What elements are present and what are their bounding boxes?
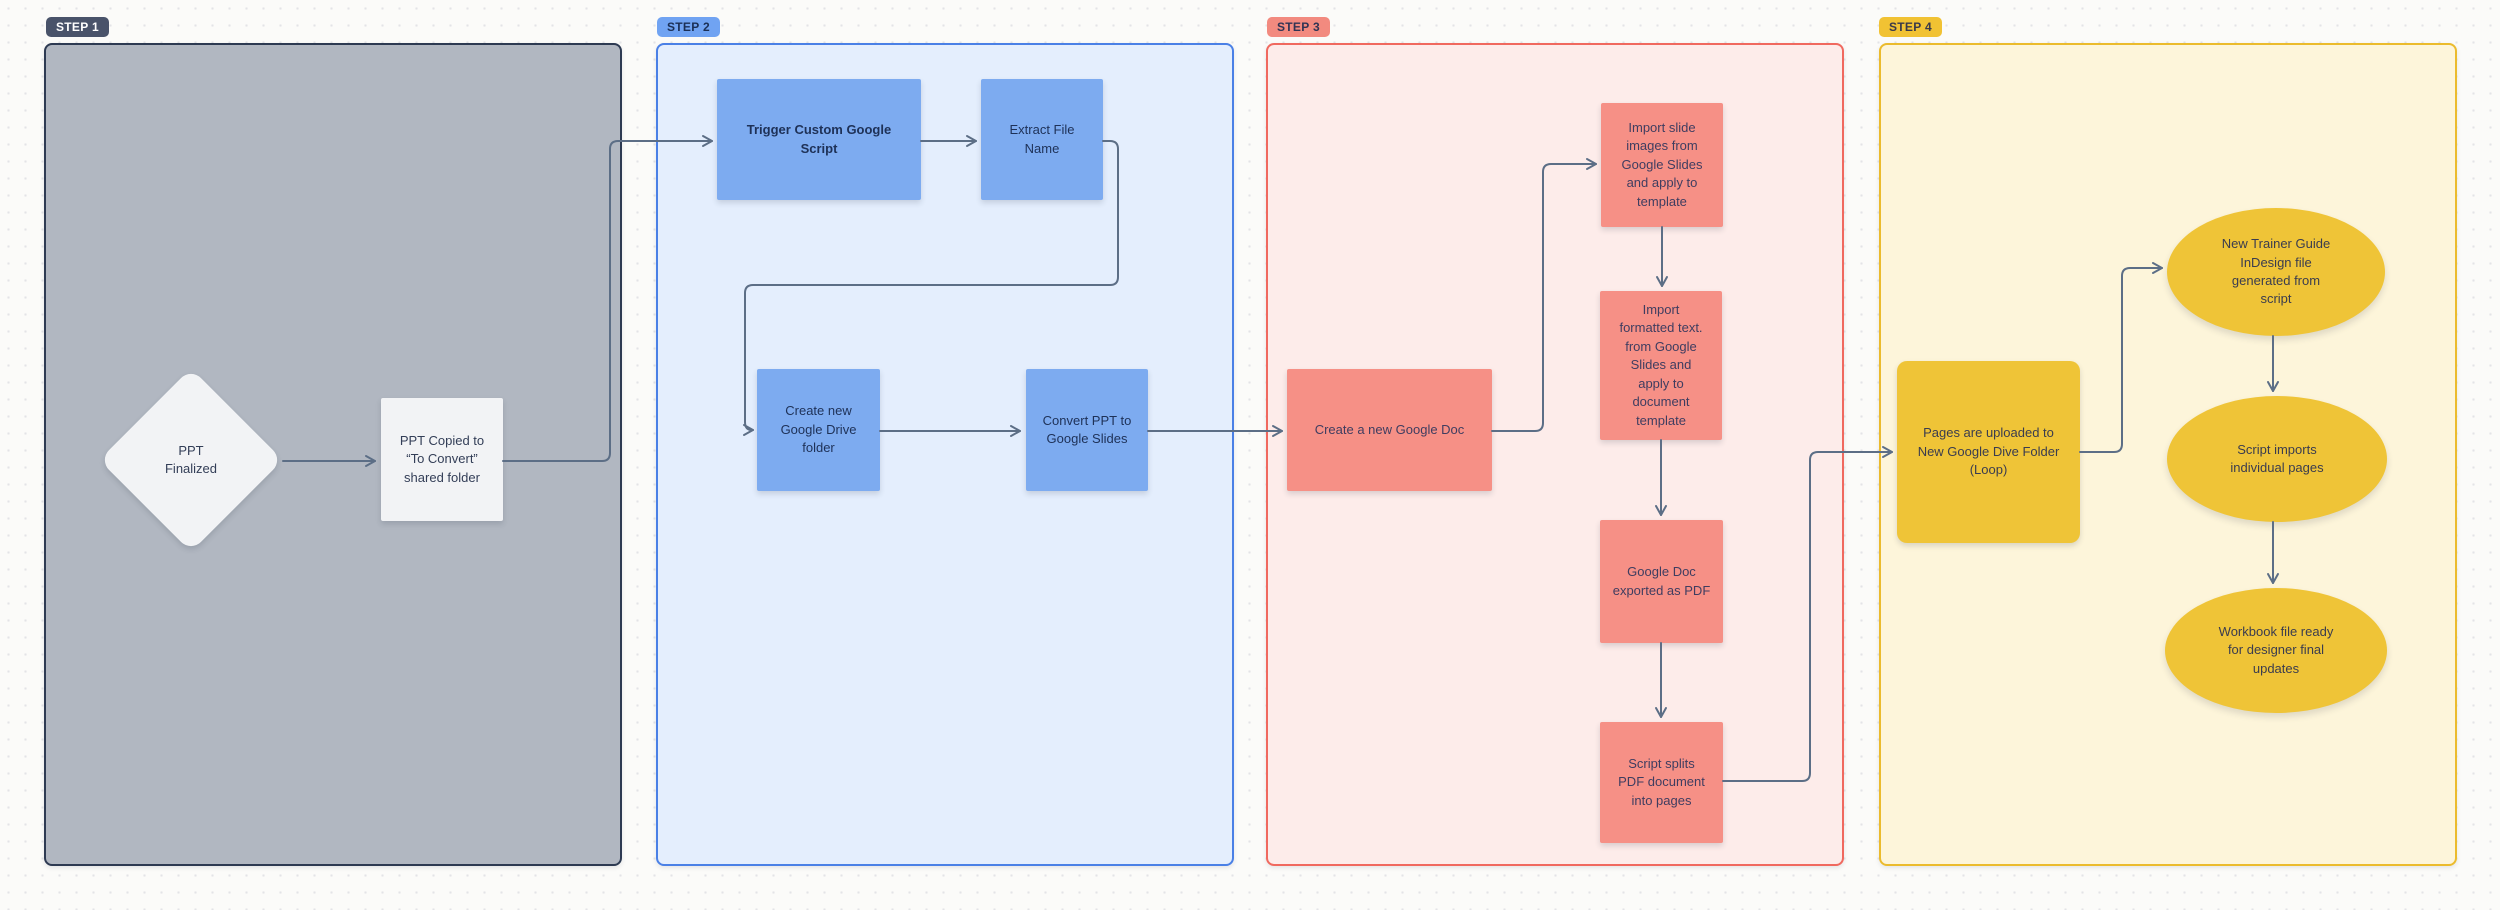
node-label: Pages are uploaded to New Google Dive Fo… [1917, 425, 2060, 478]
node-label: PPT Copied to “To Convert” shared folder [399, 432, 485, 485]
node-trigger-script[interactable]: Trigger Custom Google Script [717, 79, 921, 200]
node-workbook-ready[interactable]: Workbook file ready for designer final u… [2165, 588, 2387, 713]
node-label: Workbook file ready for designer final u… [2218, 623, 2334, 676]
node-label: Extract File Name [1009, 122, 1075, 156]
connector-split-to-pages[interactable] [1722, 446, 1893, 782]
node-indesign-generated[interactable]: New Trainer Guide InDesign file generate… [2167, 208, 2385, 336]
node-label: Script imports individual pages [2230, 441, 2324, 475]
connector-extract-to-create-folder[interactable] [743, 140, 1119, 436]
node-label: Convert PPT to Google Slides [1042, 412, 1132, 446]
step4-badge[interactable]: STEP 4 [1879, 17, 1942, 37]
node-script-imports-pages[interactable]: Script imports individual pages [2167, 396, 2387, 522]
node-label: Script splits PDF document into pages [1618, 755, 1705, 808]
node-split-pdf[interactable]: Script splits PDF document into pages [1600, 722, 1723, 843]
node-ppt-copied[interactable]: PPT Copied to “To Convert” shared folder [381, 398, 503, 521]
node-extract-file-name[interactable]: Extract File Name [981, 79, 1103, 200]
node-import-formatted-text[interactable]: Import formatted text. from Google Slide… [1600, 291, 1722, 440]
node-export-pdf[interactable]: Google Doc exported as PDF [1600, 520, 1723, 643]
node-convert-ppt[interactable]: Convert PPT to Google Slides [1026, 369, 1148, 491]
node-label: New Trainer Guide InDesign file generate… [2221, 236, 2331, 307]
node-create-drive-folder[interactable]: Create new Google Drive folder [757, 369, 880, 491]
node-create-google-doc[interactable]: Create a new Google Doc [1287, 369, 1492, 491]
node-label: Google Doc exported as PDF [1612, 564, 1711, 598]
node-pages-uploaded[interactable]: Pages are uploaded to New Google Dive Fo… [1897, 361, 2080, 543]
node-label: Create a new Google Doc [1314, 421, 1465, 437]
node-ppt-finalized-diamond[interactable]: PPT Finalized [99, 368, 283, 552]
connector-pages-to-indesign[interactable] [2079, 262, 2163, 453]
node-label: Create new Google Drive folder [780, 403, 857, 456]
step3-badge[interactable]: STEP 3 [1267, 17, 1330, 37]
node-label: PPT Finalized [164, 442, 218, 476]
connector-doc-to-import-images[interactable] [1491, 158, 1597, 432]
node-label: Trigger Custom Google Script [746, 122, 892, 156]
step2-badge[interactable]: STEP 2 [657, 17, 720, 37]
connector-copied-to-trigger[interactable] [502, 135, 713, 462]
step1-badge[interactable]: STEP 1 [46, 17, 109, 37]
node-label: Import formatted text. from Google Slide… [1619, 301, 1703, 428]
node-import-slide-images[interactable]: Import slide images from Google Slides a… [1601, 103, 1723, 227]
node-label: Import slide images from Google Slides a… [1621, 119, 1703, 209]
